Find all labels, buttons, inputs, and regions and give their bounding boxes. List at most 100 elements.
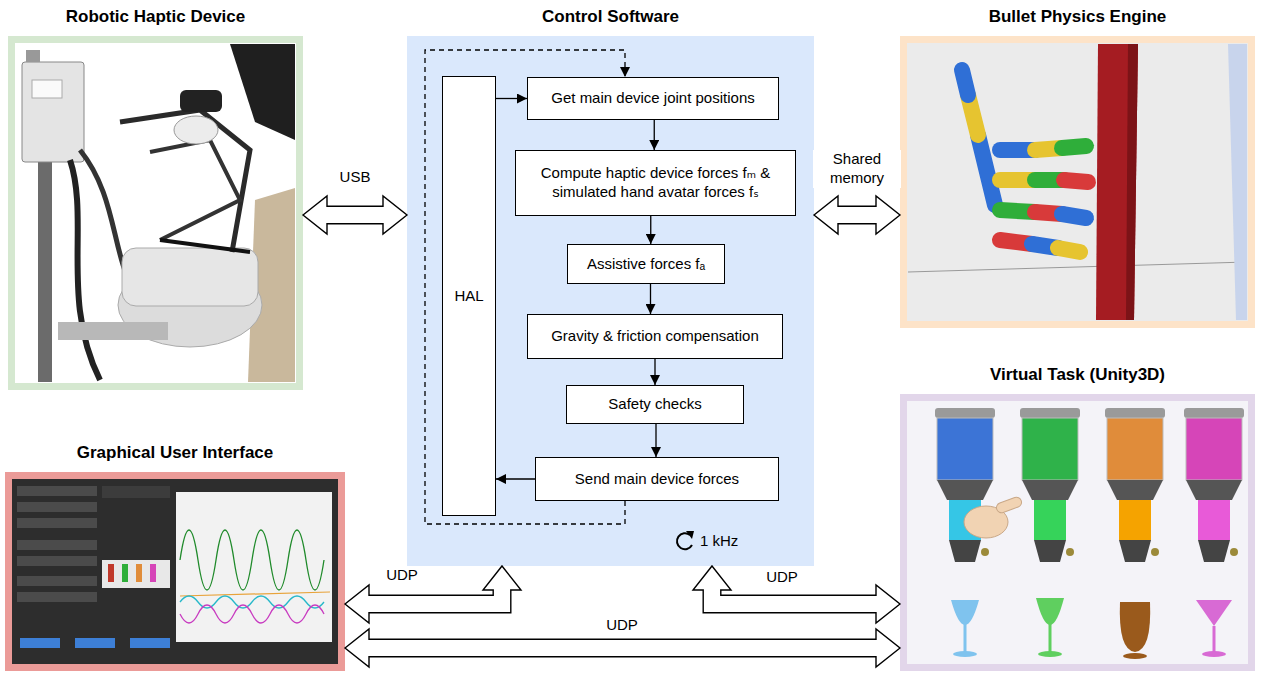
arrow-line [654, 359, 655, 385]
arrow-head [814, 196, 838, 234]
illustration-part [908, 262, 1247, 272]
illustration-part [38, 150, 52, 382]
panel-fill [8, 36, 303, 390]
arrow-head [483, 566, 521, 590]
illustration-part [1186, 418, 1242, 480]
illustration-part [953, 651, 977, 657]
arrow-line [496, 98, 527, 99]
illustration-part [58, 322, 168, 340]
illustration-part [1202, 651, 1226, 657]
process-box: Send main device forces [535, 457, 779, 501]
illustration-part [1020, 408, 1080, 657]
illustration-part [1022, 480, 1078, 500]
arrow-line [650, 284, 651, 314]
panel-frame [900, 394, 1255, 671]
illustration-part [176, 492, 332, 642]
illustration-part [964, 624, 967, 652]
illustration-part [1198, 540, 1230, 562]
illustration-part [17, 502, 97, 512]
section-panel: Bullet Physics Engine [900, 36, 1255, 328]
arrow-line [654, 120, 655, 150]
illustration-part [937, 418, 993, 480]
illustration-part [995, 496, 1023, 514]
arrow-fill [712, 587, 879, 604]
illustration-part [1038, 651, 1062, 657]
haptic-device-photo [22, 44, 295, 382]
arrow-fill [366, 640, 879, 656]
illustration-part [70, 160, 100, 380]
process-box: Assistive forces fₐ [567, 244, 725, 284]
illustration-part [1119, 500, 1151, 540]
illustration-part [1020, 408, 1080, 418]
illustration-part [1107, 418, 1163, 480]
arrow-line [496, 478, 535, 479]
illustration-part [935, 408, 995, 418]
illustration-part [1119, 540, 1151, 562]
illustration-part [962, 70, 1088, 252]
panel-inner [907, 43, 1248, 321]
arrow-head [876, 196, 900, 234]
illustration-part [180, 596, 324, 608]
panel-inner [907, 401, 1248, 664]
panel-frame [5, 472, 345, 671]
section-panel: Virtual Task (Unity3D) [900, 394, 1255, 671]
flow-arrow [650, 284, 651, 314]
illustration-part [1230, 548, 1238, 556]
illustration-part [230, 44, 295, 140]
edge-label: USB [325, 168, 385, 187]
illustration-part [1184, 408, 1244, 657]
arrow-fill [324, 207, 386, 223]
arrow-line [650, 216, 651, 244]
box-text: Safety checks [608, 395, 701, 414]
illustration-part [1123, 653, 1147, 659]
process-box: Compute haptic device forces fₘ & simula… [515, 150, 796, 216]
illustration-part [1058, 248, 1080, 252]
illustration-part [120, 110, 250, 252]
panel-heading: Virtual Task (Unity3D) [870, 365, 1261, 385]
illustration-part [108, 564, 114, 582]
illustration-part [102, 560, 170, 588]
flow-arrow [655, 359, 656, 385]
panel-frame [407, 36, 814, 566]
illustration-part [75, 638, 115, 648]
illustrations [17, 44, 1247, 659]
illustration-part [17, 486, 97, 496]
illustration-part [1105, 408, 1165, 418]
illustration-part [17, 592, 97, 602]
illustration-part [1107, 480, 1163, 500]
illustration-part [180, 530, 324, 590]
illustration-part [17, 540, 97, 550]
arrow-head [303, 196, 327, 234]
data-link-arrow [345, 566, 521, 623]
edge-label: UDP [372, 566, 432, 585]
illustration-part [686, 531, 694, 539]
panel-fill [900, 36, 1255, 328]
process-box: Gravity & friction compensation [527, 314, 783, 359]
panel-fill [5, 472, 345, 671]
panel-frame [8, 36, 303, 390]
illustration-part [962, 70, 968, 95]
illustration-part [1064, 180, 1088, 182]
arrow-line [425, 50, 625, 524]
illustration-part [1196, 600, 1232, 626]
illustration-part [130, 638, 170, 648]
illustration-part [1186, 480, 1242, 500]
illustration-part [180, 90, 222, 112]
panel-heading: Robotic Haptic Device [0, 7, 333, 27]
illustration-part [978, 135, 995, 205]
illustration-part [1036, 598, 1064, 625]
panel-fill [407, 36, 814, 566]
section-panel: Control SoftwareHALGet main device joint… [407, 36, 814, 566]
edge-label: UDP [592, 616, 652, 635]
loop-symbol [677, 531, 694, 549]
flow-arrow [656, 424, 657, 457]
arrow-line [655, 424, 656, 457]
illustration-part [174, 116, 218, 144]
flow-arrow [654, 120, 655, 150]
arrow-fill [835, 207, 879, 223]
flow-arrow [496, 479, 535, 480]
illustration-part [951, 600, 979, 625]
section-panel: Robotic Haptic Device [8, 36, 303, 390]
flow-arrow [496, 98, 527, 99]
